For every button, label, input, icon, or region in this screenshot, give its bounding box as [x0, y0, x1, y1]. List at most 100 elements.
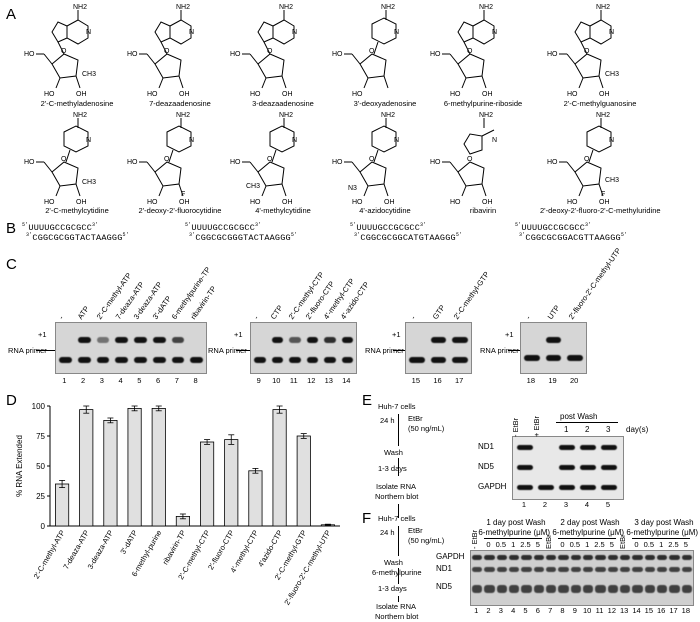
blot-band: [657, 567, 668, 572]
blot-band: [644, 555, 655, 560]
concentration-value: 0: [560, 540, 565, 549]
lane-number: 15: [644, 606, 653, 615]
nitrogen-label: N: [394, 137, 399, 144]
hydroxyl-label: OH: [179, 199, 190, 206]
hydroxyl-label: OH: [599, 199, 610, 206]
blot-band: [472, 567, 483, 572]
amine-label: NH2: [381, 112, 395, 119]
panel-label-a: A: [6, 6, 17, 23]
nitrogen-label: N: [86, 137, 91, 144]
blot-band: [607, 585, 618, 593]
bracket: [558, 538, 616, 539]
blot-band: [484, 585, 495, 593]
blot-band: [472, 555, 483, 560]
lane-number: 18: [526, 376, 535, 385]
flow-step: Northern blot: [375, 612, 419, 621]
lane-label: UTP: [545, 303, 562, 321]
primer-band: [96, 357, 110, 363]
blot-band: [681, 585, 692, 593]
blot-band: [580, 465, 596, 470]
five-prime-label: 5': [455, 232, 463, 238]
bar: [151, 407, 166, 527]
concentration-value: 0.5: [569, 540, 581, 549]
hydroxyl-label: OH: [179, 91, 190, 98]
lane-number: 17: [669, 606, 678, 615]
azido-label: N3: [348, 185, 357, 192]
template-bottom-strand: 3'CGGCGCGGTACTAAGGG5': [26, 232, 129, 243]
hydroxyl-label: OH: [76, 91, 87, 98]
blot-band: [595, 555, 606, 560]
post-wash-label: post Wash: [560, 412, 598, 421]
panel-label-f: F: [362, 510, 372, 527]
blot-band: [559, 465, 575, 470]
top-sequence: UUUUGCCGCGCC: [191, 222, 256, 233]
lane-number: 17: [454, 376, 464, 385]
blot-band: [583, 555, 594, 560]
bottom-sequence: CGGCGCGGTACTAAGGG: [32, 232, 123, 243]
amine-label: NH2: [176, 4, 190, 11]
primer-band: [289, 357, 301, 363]
blot-band: [521, 567, 532, 572]
bottom-sequence: CGGCGCGGCATGTAAGGG: [360, 232, 456, 243]
hydroxyl-label: HO: [547, 51, 558, 58]
blot-band: [517, 445, 533, 450]
primer-band: [341, 357, 353, 363]
hydroxyl-label: HO: [430, 159, 441, 166]
blot-band: [546, 567, 557, 572]
rna-primer-label: RNA primer: [208, 346, 247, 355]
nitrogen-label: N: [492, 137, 497, 144]
hydroxyl-label: HO: [352, 199, 363, 206]
blot-band: [657, 555, 668, 560]
primer-band: [409, 357, 425, 363]
blot-band: [517, 465, 533, 470]
blot-band: [669, 567, 680, 572]
amine-label: NH2: [596, 4, 610, 11]
lane-label: -: [408, 313, 418, 321]
plus-one-label: +1: [505, 330, 514, 339]
primer-band: [324, 357, 336, 363]
template-top-strand: 5'UUUUGCCGCGCC3': [185, 222, 261, 233]
nitrogen-label: N: [86, 29, 91, 36]
plus-one-label: +1: [38, 330, 47, 339]
primer-band: [567, 355, 583, 361]
template-bottom-strand: 3'CGGCGCGGGTACTAAGGG5': [189, 232, 297, 243]
blot-band: [644, 585, 655, 593]
extension-band: [341, 337, 353, 343]
hydroxyl-label: OH: [282, 91, 293, 98]
concentration-value: 5: [535, 540, 540, 549]
flow-step: Huh-7 cells: [378, 514, 416, 523]
extension-band: [171, 337, 185, 343]
y-tick-label: 50: [36, 462, 45, 471]
panel-label-b: B: [6, 220, 17, 237]
lane-number: 1: [521, 500, 527, 509]
rna-primer-label: RNA primer: [8, 346, 47, 355]
ring-oxygen-label: O: [267, 156, 273, 163]
blot-band: [533, 585, 544, 593]
extension-band: [306, 337, 318, 343]
three-prime-label: 3': [354, 232, 361, 238]
three-prime-label: 3': [519, 232, 526, 238]
flow-step: EtBr: [408, 526, 423, 535]
blot-band: [546, 555, 557, 560]
concentration-value: 1: [511, 540, 516, 549]
five-prime-label: 5': [22, 222, 29, 228]
gel-image: [520, 322, 587, 374]
extension-band: [134, 337, 147, 343]
hydroxyl-label: OH: [482, 199, 493, 206]
template-top-strand: 5'UUUUGCCGCGCC3': [22, 222, 98, 233]
blot-band: [620, 585, 631, 593]
concentration-value: 0.5: [643, 540, 655, 549]
bracket: [556, 422, 618, 423]
blot-band: [669, 585, 680, 593]
three-prime-label: 3': [189, 232, 196, 238]
bar: [55, 483, 70, 527]
compound-name: 3'-deoxyadenosine: [353, 99, 417, 108]
flow-step: Huh-7 cells: [378, 402, 416, 411]
blot-band: [517, 485, 533, 490]
blot-band: [546, 585, 557, 593]
